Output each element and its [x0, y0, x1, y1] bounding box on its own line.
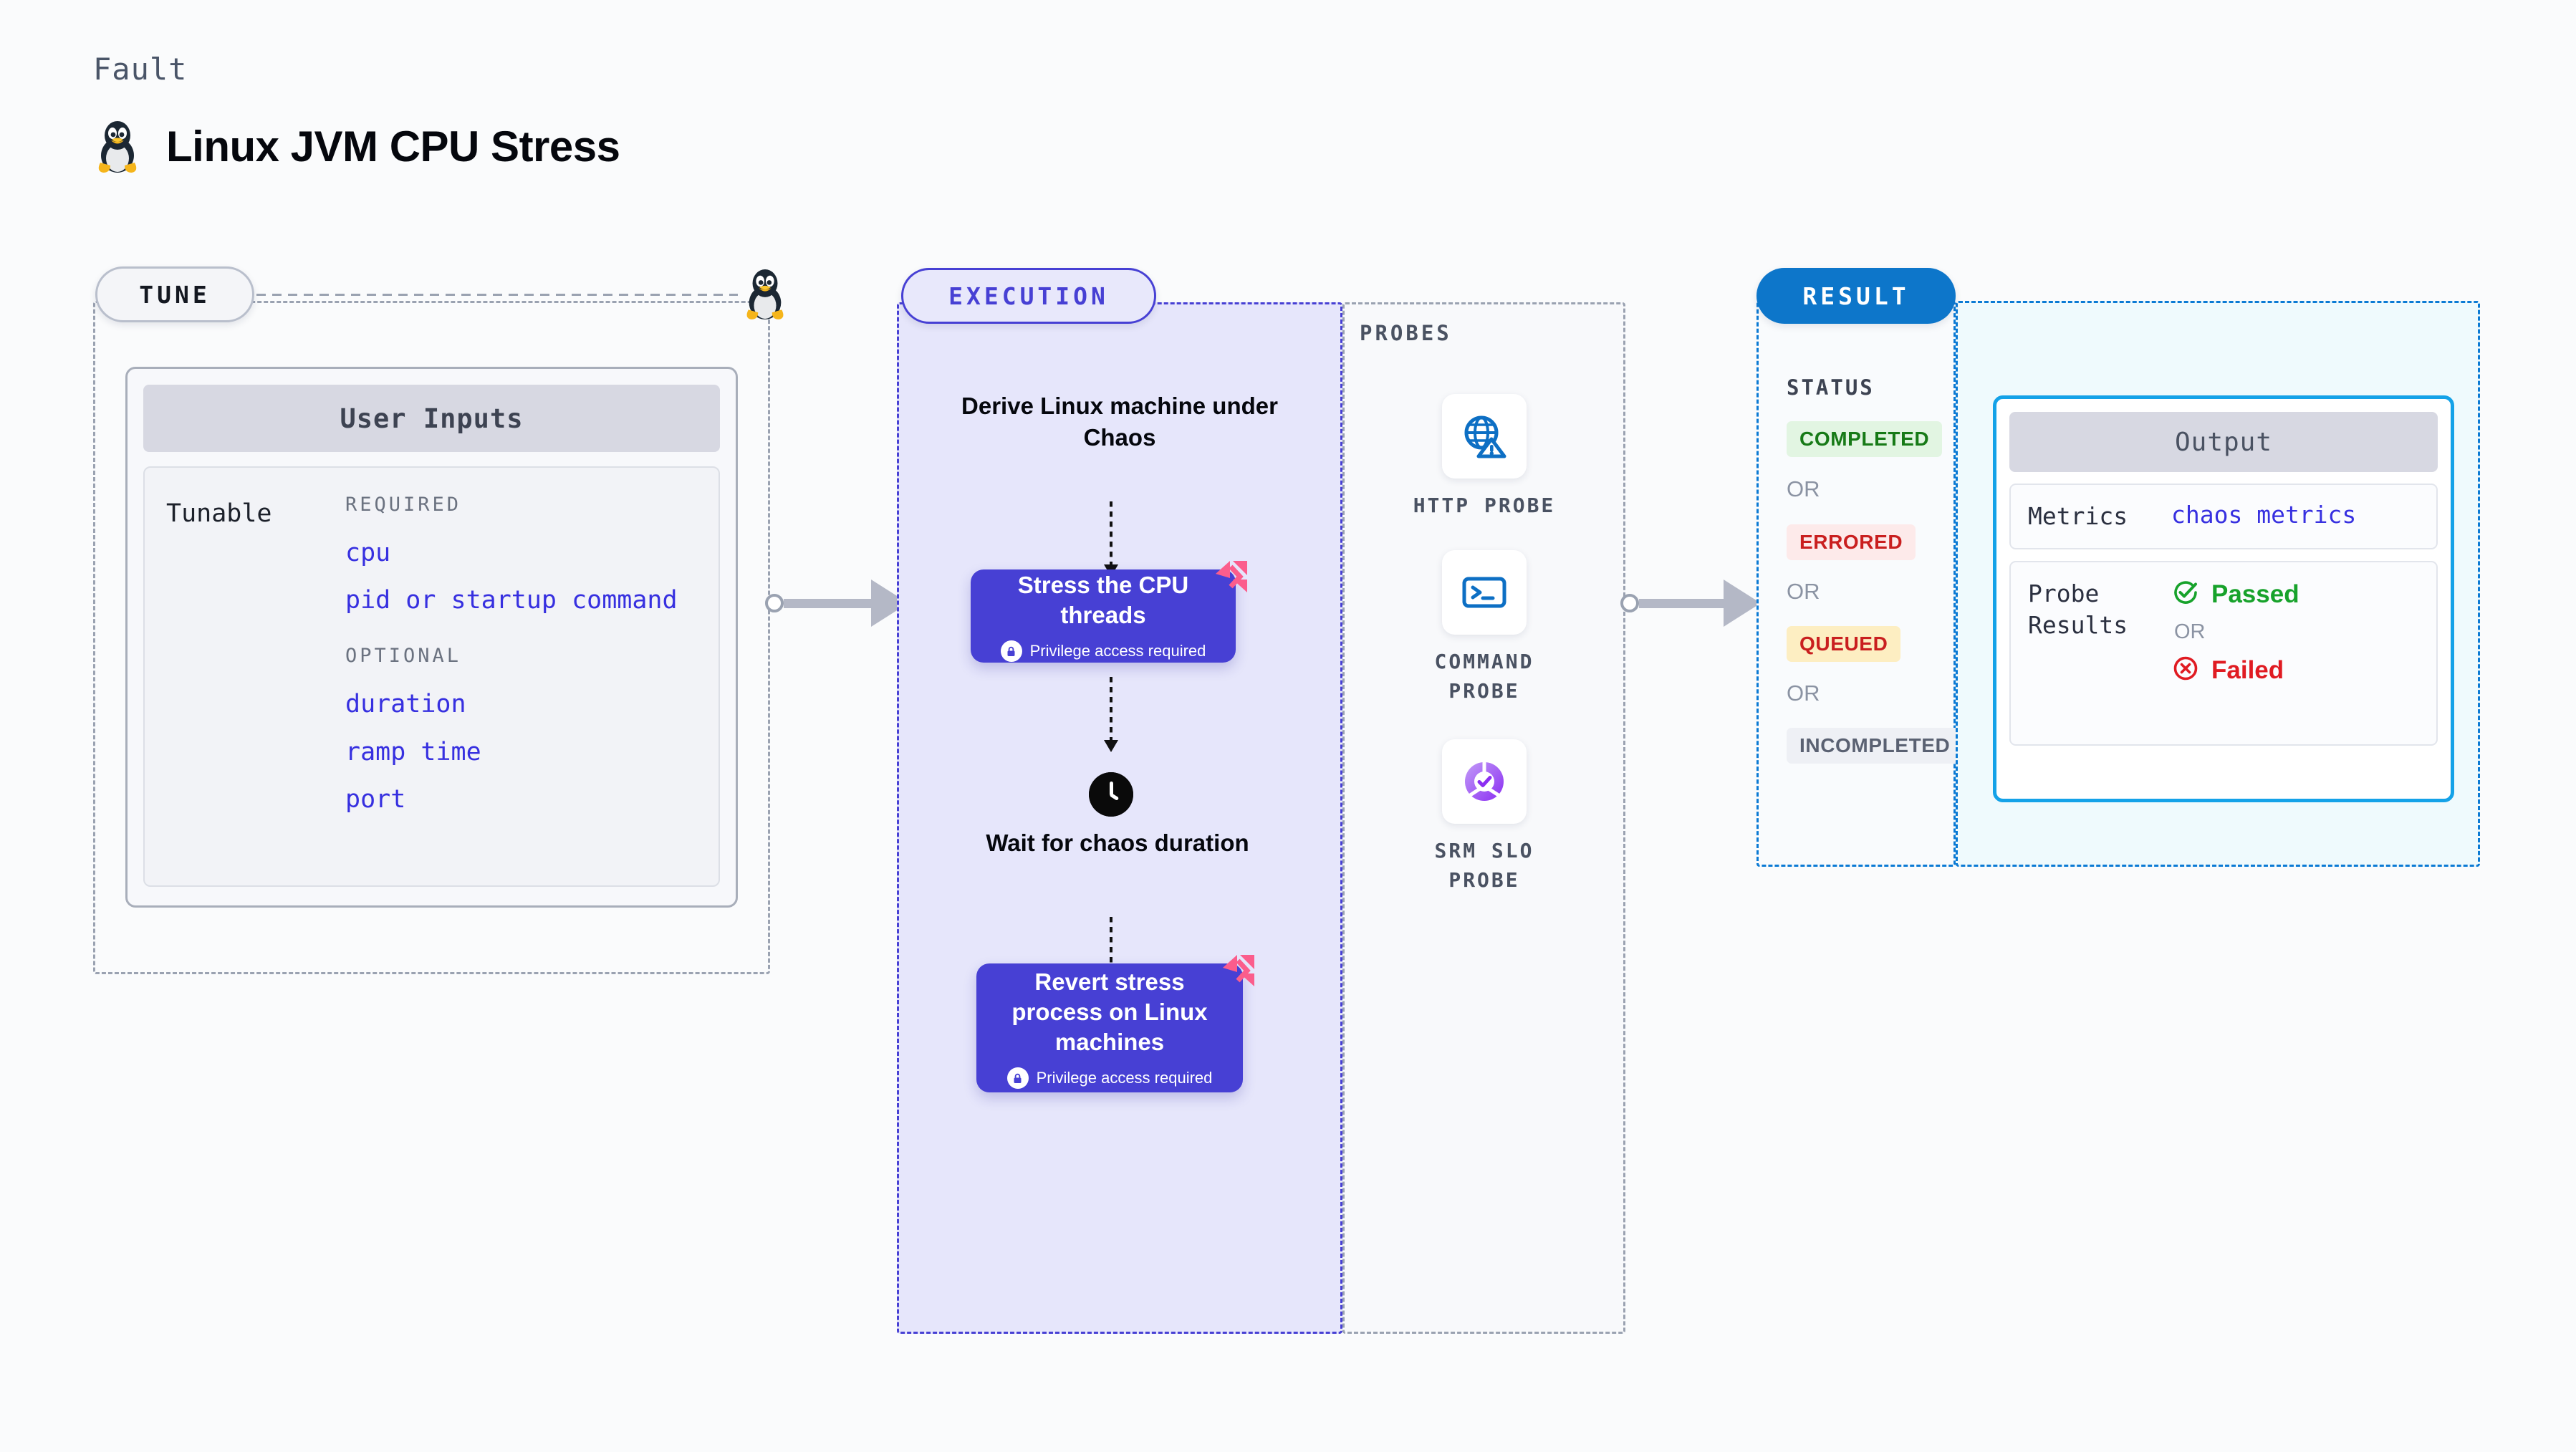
user-inputs-card-title: User Inputs: [143, 385, 720, 452]
node-privilege-text: Privilege access required: [1036, 1069, 1213, 1087]
required-group-label: REQUIRED: [345, 494, 462, 516]
status-or-1: OR: [1787, 476, 1820, 501]
page-title: Linux JVM CPU Stress: [166, 122, 620, 170]
node-privilege-note: Privilege access required: [1006, 1067, 1213, 1090]
output-panel-title: Output: [2009, 412, 2438, 472]
slo-donut-check-icon: [1442, 739, 1527, 824]
probes-section-title: PROBES: [1360, 321, 1452, 345]
output-row-probe-results: Probe Results Passed OR: [2009, 561, 2438, 746]
metrics-key-label: Metrics: [2028, 502, 2128, 530]
execution-section-pill[interactable]: EXECUTION: [901, 268, 1156, 324]
user-inputs-card-body: Tunable REQUIRED cpu pid or startup comm…: [143, 466, 720, 887]
page-title-row: Linux JVM CPU Stress: [93, 118, 620, 174]
execution-section-container: [897, 302, 1342, 1334]
arrow-stress-to-wait: [1104, 677, 1118, 752]
execution-step-wait-duration: Wait for chaos duration: [986, 830, 1249, 856]
harness-ribbon-icon: [1219, 951, 1259, 994]
tux-penguin-icon: [93, 118, 142, 174]
tunable-parameter-list: REQUIRED cpu pid or startup command OPTI…: [345, 494, 678, 860]
tunable-label: Tunable: [166, 499, 272, 528]
param-cpu[interactable]: cpu: [345, 539, 391, 567]
result-section-pill[interactable]: RESULT: [1756, 268, 1956, 324]
execution-step-derive-machine: Derive Linux machine under Chaos: [961, 393, 1278, 451]
probe-item-command[interactable]: COMMAND PROBE: [1413, 550, 1556, 706]
status-badge-incompleted: INCOMPLETED: [1787, 728, 1964, 764]
probe-item-http[interactable]: HTTP PROBE: [1413, 394, 1556, 521]
probe-label: HTTP PROBE: [1413, 494, 1556, 517]
tux-penguin-marker-icon: [741, 266, 789, 324]
connector-execution-to-result: [1620, 580, 1761, 627]
execution-node-revert-stress[interactable]: Revert stress process on Linux machines …: [976, 955, 1254, 1092]
probe-failed-label: Failed: [2211, 655, 2284, 684]
metrics-value[interactable]: chaos metrics: [2171, 501, 2357, 529]
status-title: STATUS: [1787, 375, 1875, 400]
param-ramp-time[interactable]: ramp time: [345, 737, 481, 766]
node-title: Revert stress process on Linux machines: [1011, 968, 1208, 1056]
fault-kicker-label: Fault: [93, 52, 188, 87]
output-row-metrics: Metrics chaos metrics: [2009, 484, 2438, 550]
status-or-2: OR: [1787, 579, 1820, 604]
probe-label: SRM SLO PROBE: [1434, 839, 1534, 892]
param-duration[interactable]: duration: [345, 690, 466, 719]
probe-result-failed: Failed: [2171, 654, 2299, 686]
arrow-derive-to-stress: [1104, 501, 1118, 577]
harness-ribbon-icon: [1211, 557, 1251, 600]
status-badge-completed: COMPLETED: [1787, 421, 1943, 457]
node-title: Stress the CPU threads: [1017, 571, 1189, 628]
status-badge-errored: ERRORED: [1787, 524, 1916, 560]
lock-icon: [1000, 640, 1022, 663]
probe-item-srm-slo[interactable]: SRM SLO PROBE: [1413, 739, 1556, 895]
status-badge-queued: QUEUED: [1787, 626, 1901, 662]
terminal-icon: [1442, 550, 1527, 635]
tune-section-pill[interactable]: TUNE: [95, 266, 254, 322]
x-circle-icon: [2171, 654, 2200, 686]
user-inputs-card: User Inputs Tunable REQUIRED cpu pid or …: [125, 367, 738, 908]
connector-tune-to-execution: [765, 580, 908, 627]
node-privilege-note: Privilege access required: [1000, 640, 1206, 663]
tune-section-container: [93, 301, 770, 974]
node-privilege-text: Privilege access required: [1029, 642, 1206, 660]
globe-warning-icon: [1442, 394, 1527, 479]
probe-results-values: Passed OR Failed: [2171, 578, 2299, 729]
status-or-3: OR: [1787, 681, 1820, 706]
tune-top-dashed-line: [256, 294, 738, 296]
clock-icon: [1089, 772, 1133, 817]
param-port[interactable]: port: [345, 784, 406, 814]
probe-results-or: OR: [2174, 620, 2206, 644]
check-circle-icon: [2171, 578, 2200, 610]
param-pid-or-startup-command[interactable]: pid or startup command: [345, 586, 678, 615]
execution-node-stress-cpu[interactable]: Stress the CPU threads Privilege access …: [971, 561, 1247, 663]
probe-result-passed: Passed: [2171, 578, 2299, 610]
probe-label: COMMAND PROBE: [1434, 650, 1534, 703]
probe-results-key-label: Probe Results: [2028, 580, 2128, 640]
output-panel: Output Metrics chaos metrics Probe Resul…: [1993, 395, 2454, 802]
lock-icon: [1006, 1067, 1029, 1090]
probe-passed-label: Passed: [2211, 580, 2299, 608]
optional-group-label: OPTIONAL: [345, 645, 462, 668]
